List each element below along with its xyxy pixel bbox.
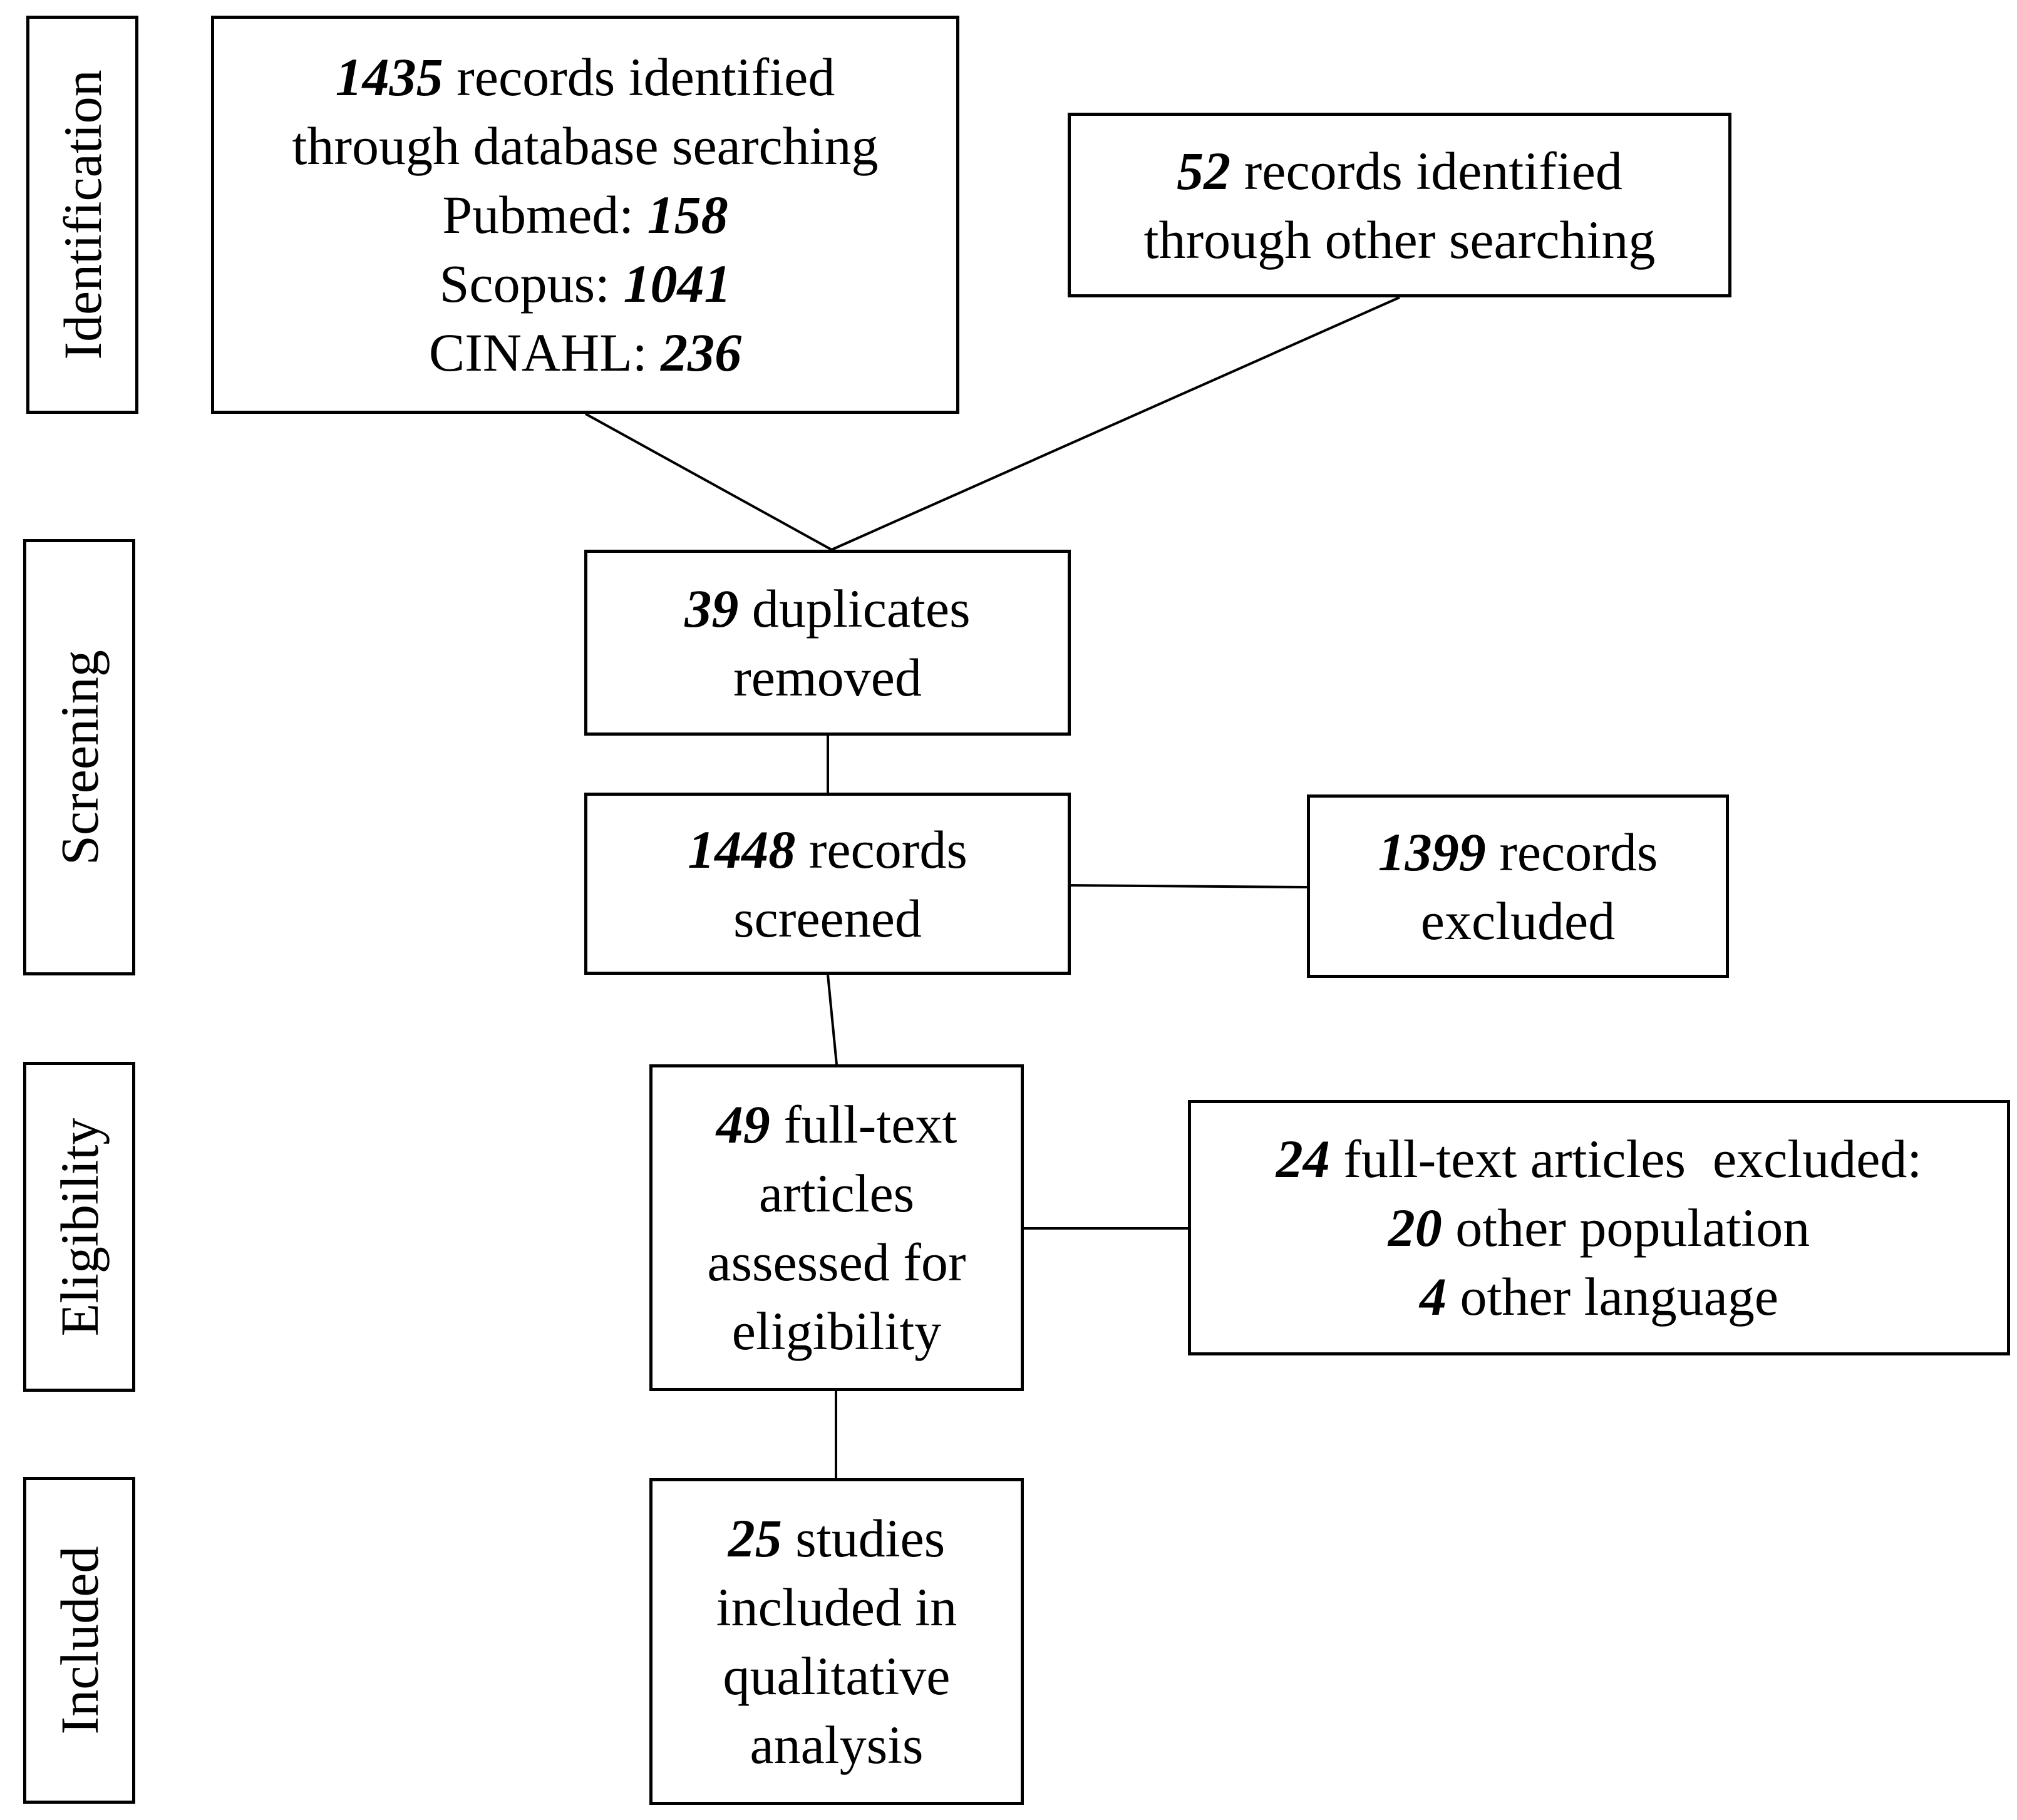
- pubmed-label: Pubmed:: [442, 185, 634, 245]
- scopus-line: Scopus: 1041: [440, 249, 731, 318]
- fulltext-line-1: 49 full-text: [716, 1090, 957, 1159]
- included-line-1: 25 studies: [728, 1504, 945, 1573]
- database-search-line-2: through database searching: [292, 116, 879, 176]
- box-fulltext-assessed: 49 full-text articles assessed for eligi…: [649, 1064, 1024, 1391]
- pubmed-value: 158: [647, 185, 728, 245]
- excluded-line-1: 1399 records: [1378, 818, 1658, 887]
- fulltext-text-1: full-text: [783, 1094, 957, 1154]
- excluded-count: 1399: [1378, 821, 1486, 882]
- connector-screened-to-excluded: [1066, 884, 1308, 888]
- duplicates-text-1: duplicates: [751, 578, 971, 639]
- other-population-count: 20: [1388, 1198, 1442, 1258]
- connector-screened-to-fulltext: [827, 974, 838, 1065]
- screened-count: 1448: [688, 819, 796, 880]
- cinahl-label: CINAHL:: [428, 322, 647, 383]
- other-language-count: 4: [1419, 1267, 1447, 1327]
- fulltext-count: 49: [716, 1094, 770, 1154]
- box-records-screened: 1448 records screened: [584, 793, 1071, 975]
- included-line-4: analysis: [750, 1715, 924, 1775]
- cinahl-line: CINAHL: 236: [429, 318, 741, 387]
- scopus-label: Scopus:: [439, 254, 610, 314]
- database-search-line-1: 1435 records identified: [336, 43, 835, 111]
- excluded-text-1: records: [1499, 821, 1658, 882]
- screened-line-1: 1448 records: [688, 815, 967, 884]
- stage-identification: Identification: [26, 16, 138, 414]
- other-search-count: 52: [1177, 140, 1231, 201]
- box-database-search: 1435 records identified through database…: [211, 16, 959, 414]
- other-search-text-1: records identified: [1244, 140, 1622, 201]
- other-population-line: 20 other population: [1388, 1193, 1810, 1262]
- box-duplicates-removed: 39 duplicates removed: [584, 550, 1071, 736]
- included-count: 25: [728, 1508, 782, 1568]
- connector-database-to-duplicates: [585, 413, 832, 551]
- screened-text-1: records: [808, 819, 967, 880]
- other-language-line: 4 other language: [1420, 1262, 1778, 1331]
- stage-label-eligibility: Eligibility: [49, 1118, 110, 1336]
- stage-label-screening: Screening: [49, 649, 110, 865]
- other-language-text: other language: [1460, 1267, 1779, 1327]
- duplicates-line-2: removed: [733, 647, 922, 707]
- connector-other-to-duplicates: [831, 296, 1400, 551]
- fulltext-excluded-text-1: full-text articles excluded:: [1343, 1129, 1922, 1189]
- fulltext-excluded-count: 24: [1276, 1129, 1330, 1189]
- stage-label-identification: Identification: [52, 69, 113, 360]
- cinahl-value: 236: [661, 322, 742, 383]
- fulltext-line-4: eligibility: [731, 1301, 942, 1361]
- box-other-search: 52 records identified through other sear…: [1068, 113, 1731, 297]
- box-studies-included: 25 studies included in qualitative analy…: [649, 1478, 1024, 1805]
- database-search-text-1: records identified: [457, 47, 835, 107]
- scopus-value: 1041: [623, 254, 731, 314]
- duplicates-line-1: 39 duplicates: [684, 574, 970, 643]
- included-line-2: included in: [716, 1577, 957, 1637]
- pubmed-line: Pubmed: 158: [442, 180, 728, 249]
- box-fulltext-excluded: 24 full-text articles excluded: 20 other…: [1188, 1100, 2010, 1355]
- screened-line-2: screened: [733, 888, 922, 949]
- included-text-1: studies: [795, 1508, 946, 1568]
- duplicates-count: 39: [684, 578, 739, 639]
- other-population-text: other population: [1455, 1198, 1810, 1258]
- fulltext-line-2: articles: [758, 1163, 915, 1223]
- included-line-3: qualitative: [723, 1646, 951, 1706]
- fulltext-line-3: assessed for: [707, 1232, 966, 1292]
- other-search-line-2: through other searching: [1143, 209, 1656, 270]
- box-records-excluded: 1399 records excluded: [1307, 794, 1729, 978]
- stage-included: Included: [23, 1477, 135, 1804]
- excluded-line-2: excluded: [1420, 890, 1616, 951]
- other-search-line-1: 52 records identified: [1177, 136, 1622, 205]
- stage-screening: Screening: [23, 539, 135, 975]
- fulltext-excluded-line-1: 24 full-text articles excluded:: [1276, 1124, 1922, 1193]
- stage-label-included: Included: [49, 1546, 110, 1735]
- stage-eligibility: Eligibility: [23, 1062, 135, 1392]
- database-search-count: 1435: [335, 47, 443, 107]
